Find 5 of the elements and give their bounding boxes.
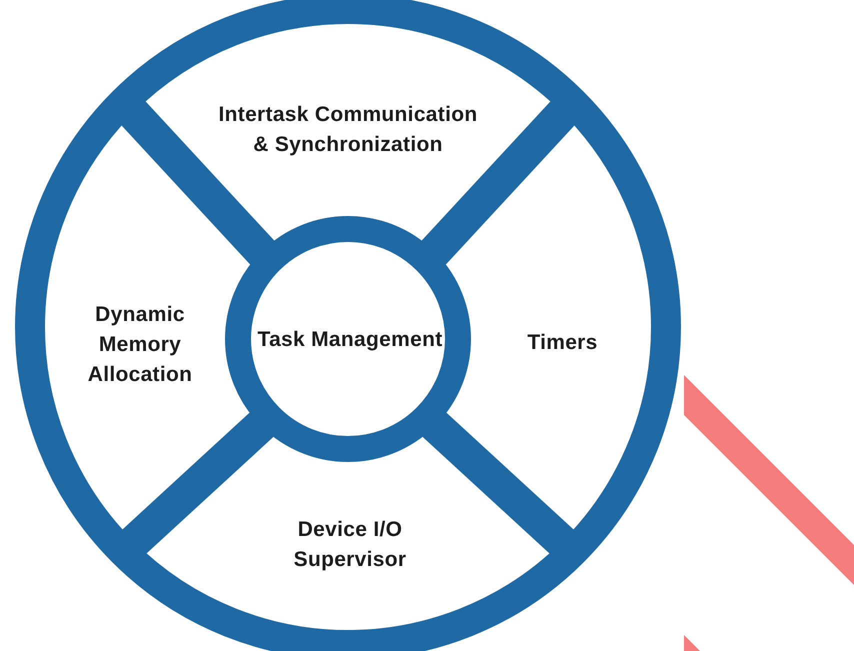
segment-label: Intertask Communication & Synchronization	[218, 102, 478, 158]
center-label: Task Management	[258, 327, 442, 353]
segment-label: Timers	[527, 330, 598, 356]
segment-label: Dynamic Memory Allocation	[86, 302, 194, 388]
segment-label: Device I/O Supervisor	[292, 517, 408, 573]
